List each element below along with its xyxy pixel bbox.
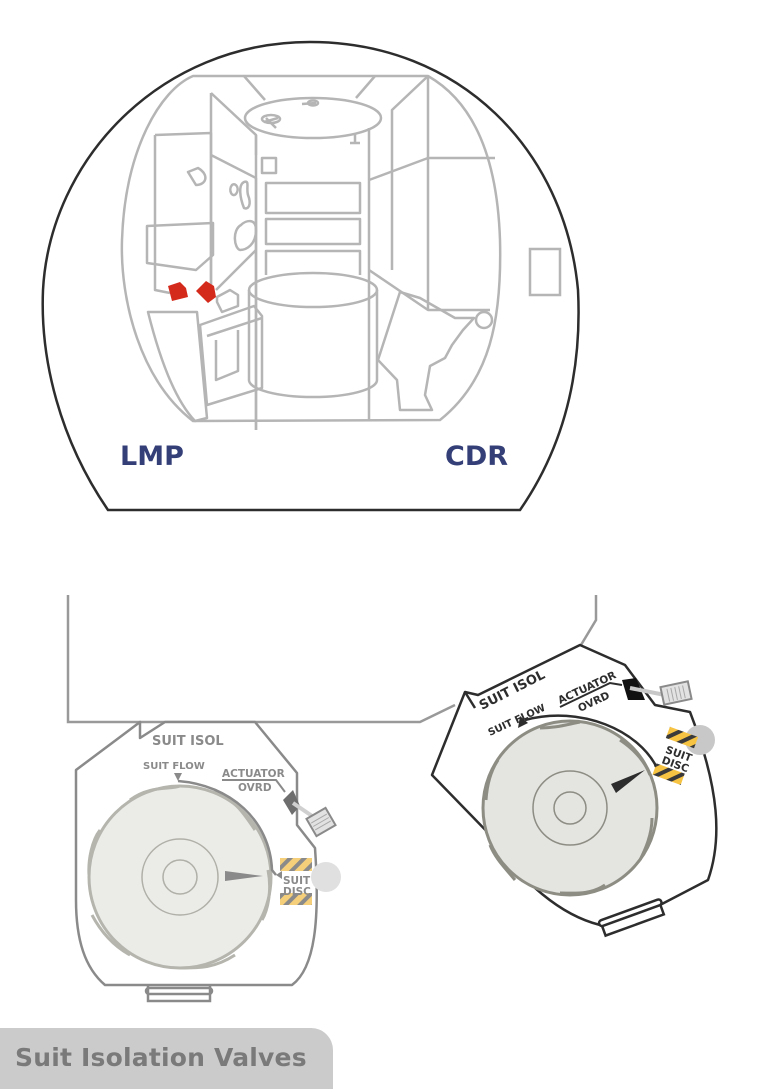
lmp-title-label: SUIT ISOL [152,734,224,749]
cabin-interior [120,74,502,430]
cabin-view: LMP CDR [41,40,580,512]
cdr-knob-pointer [611,770,645,793]
center-console [247,271,379,399]
cdr-port [474,310,494,330]
cdr-actuator-override-handle[interactable] [622,678,693,706]
lmp-flow-label: SUIT FLOW [143,761,205,772]
cdr-knob[interactable] [481,719,659,897]
cdr-valve-highlight[interactable] [196,281,216,303]
lmp-disc-bump [311,862,341,892]
lmp-small-block [215,288,240,314]
cdr-flow-arc [524,714,660,771]
cdr-suit-isolation-valve[interactable]: SUIT ISOL SUIT FLOW ACTUATOR OVRD SUIT D… [430,643,718,938]
lmp-ovrd-label: OVRD [238,782,272,794]
ceiling-hatch [243,96,383,140]
lmp-hazard-bottom [280,893,312,905]
crew-label-lmp: LMP [120,441,184,472]
lmp-knob-pointer [225,871,263,881]
back-panel-small [260,156,278,175]
cdr-storage [376,290,476,412]
lmp-suit-isolation-valve[interactable]: SUIT ISOL SUIT FLOW ACTUATOR OVRD SUIT D… [74,720,341,1003]
back-panel-2 [264,217,362,246]
hull-window-panel [528,247,562,297]
lmp-outlet-fitting [144,985,214,1003]
cdr-outlet-fitting [597,898,666,938]
caption-title: Suit Isolation Valves [15,1043,307,1072]
lmp-knob[interactable] [87,784,273,970]
lmp-valve-highlight[interactable] [168,282,188,301]
lmp-hazard-top [280,858,312,871]
lmp-actuator-label: ACTUATOR [222,768,285,780]
lmp-disc-label: SUIT [283,875,311,887]
lmp-lower-panel [146,310,209,423]
back-panel-1 [264,181,362,215]
lmp-drawer [198,304,264,407]
cdr-hazard-top [665,726,699,749]
panel-d-shape [186,166,207,187]
lmp-flow-arc [177,779,277,876]
lmp-storage-box [145,221,215,272]
cdr-hazard-bottom [652,763,685,785]
crew-label-cdr: CDR [445,441,508,472]
lmp-actuator-override-handle[interactable] [283,790,337,838]
lmp-disc-label-2: DISC [283,886,311,898]
caption-tab: Suit Isolation Valves [0,1028,333,1089]
